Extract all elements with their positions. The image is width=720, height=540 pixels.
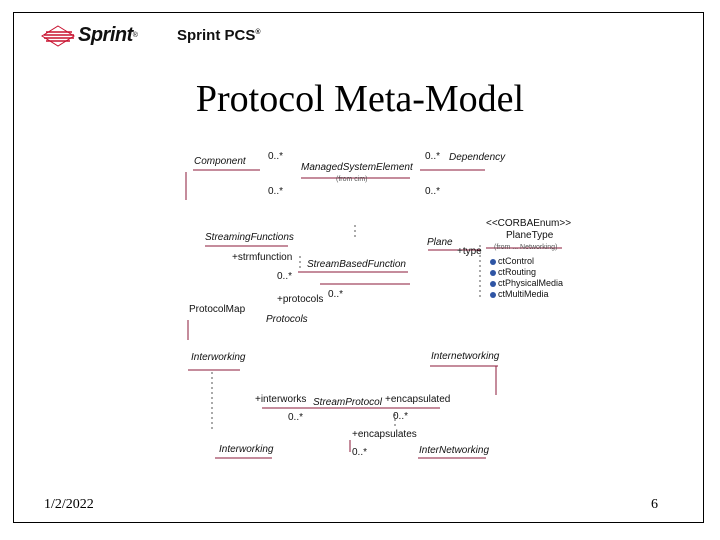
role-type: +type xyxy=(457,246,482,257)
class-component: Component xyxy=(194,156,246,167)
multiplicity: 0..* xyxy=(393,411,409,422)
dashed-lines xyxy=(211,225,481,430)
class-protocol-map: ProtocolMap xyxy=(189,304,246,315)
class-protocols: Protocols xyxy=(266,314,308,325)
role-interworks: +interworks xyxy=(255,394,307,405)
class-inter-networking: InterNetworking xyxy=(419,445,490,456)
enum-literal: ctPhysicalMedia xyxy=(498,278,564,288)
sprint-pcs-logo: Sprint PCS® xyxy=(177,27,261,44)
enum-literal: ctRouting xyxy=(498,267,537,277)
registered-mark-pcs: ® xyxy=(255,29,261,36)
class-mse-sub: (from cim) xyxy=(336,176,368,183)
role-encapsulated: +encapsulated xyxy=(385,394,451,405)
enum-icon-4 xyxy=(490,292,496,298)
multiplicity: 0..* xyxy=(288,412,304,423)
class-plane-type: PlaneType xyxy=(506,230,554,241)
class-stream-based-function: StreamBasedFunction xyxy=(307,259,406,270)
class-plane: Plane xyxy=(427,237,453,248)
class-interworking-bottom: Interworking xyxy=(219,444,274,455)
enum-literal: ctControl xyxy=(498,256,535,266)
sprint-diamond-icon xyxy=(41,24,75,47)
sprint-pcs-text: Sprint PCS xyxy=(177,27,256,44)
enum-literal: ctMultiMedia xyxy=(498,289,549,299)
multiplicity: 0..* xyxy=(268,151,284,162)
multiplicity: 0..* xyxy=(425,151,441,162)
multiplicity: 0..* xyxy=(425,186,441,197)
slide-frame xyxy=(13,12,704,523)
multiplicity: 0..* xyxy=(328,289,344,300)
enum-icon-1 xyxy=(490,259,496,265)
slide-date: 1/2/2022 xyxy=(44,497,94,512)
class-stream-protocol: StreamProtocol xyxy=(313,397,382,408)
slide-title: Protocol Meta-Model xyxy=(195,78,525,120)
multiplicity: 0..* xyxy=(277,271,293,282)
enum-stereotype: <<CORBAEnum>> xyxy=(486,218,572,229)
enum-icon-3 xyxy=(490,281,496,287)
class-plane-type-sub: (from ... Networking) xyxy=(494,244,558,251)
enum-icon-2 xyxy=(490,270,496,276)
multiplicity: 0..* xyxy=(352,447,368,458)
class-interworking-left: Interworking xyxy=(191,352,246,363)
enum-literal-icons xyxy=(490,259,496,298)
registered-mark: ® xyxy=(132,32,138,39)
sprint-wordmark: Sprint xyxy=(78,24,133,46)
class-streaming-functions: StreamingFunctions xyxy=(205,232,294,243)
role-encapsulates: +encapsulates xyxy=(352,429,417,440)
association-lines xyxy=(185,169,498,459)
class-managed-system-element: ManagedSystemElement xyxy=(301,162,413,173)
role-protocols: +protocols xyxy=(277,294,324,305)
role-strmfunction: +strmfunction xyxy=(232,252,293,263)
class-dependency: Dependency xyxy=(449,152,506,163)
slide-page-number: 6 xyxy=(651,497,658,512)
class-internetworking: Internetworking xyxy=(431,351,500,362)
multiplicity: 0..* xyxy=(268,186,284,197)
sprint-logo: Sprint® xyxy=(40,24,138,47)
